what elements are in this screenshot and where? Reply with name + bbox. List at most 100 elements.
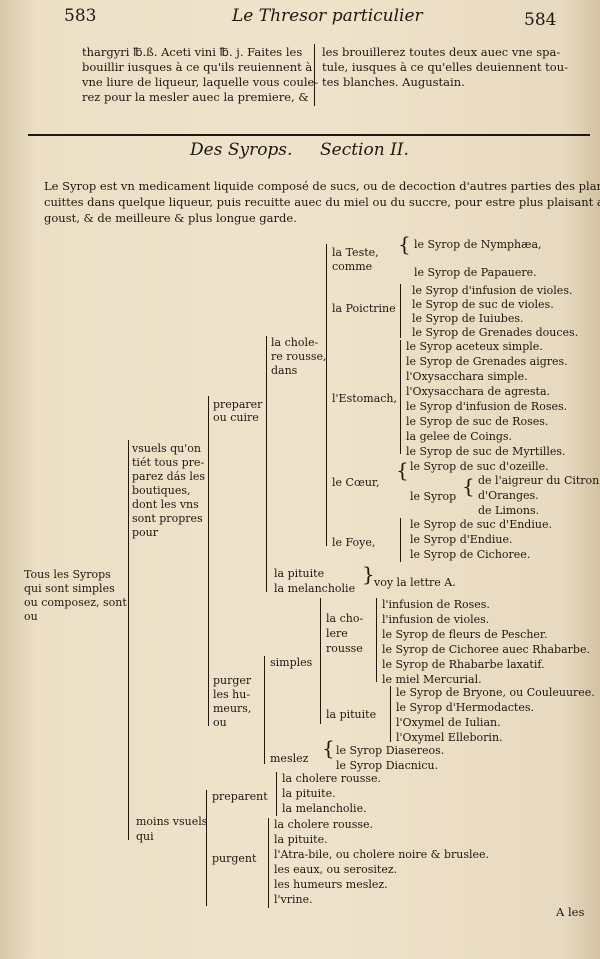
usuels-line-4: boutiques, xyxy=(132,484,191,497)
top-right-line-2: tule, iusques à ce qu'elles deuiennent t… xyxy=(322,60,569,74)
estomach-brace xyxy=(400,340,401,454)
coeur-sub-3: de Limons. xyxy=(478,504,540,517)
coeur-label: le Cœur, xyxy=(332,476,380,489)
moins-line-1: moins vsuels xyxy=(136,815,208,828)
foye-item-2: le Syrop d'Endiue. xyxy=(410,533,513,546)
coeur-brace: { xyxy=(396,458,409,482)
purger-brace xyxy=(264,656,265,764)
intro-line-1: Le Syrop est vn medicament liquide compo… xyxy=(44,179,600,193)
moins-line-2: qui xyxy=(136,830,154,843)
purgent-item-5: les humeurs meslez. xyxy=(274,878,388,891)
estomach-item-8: le Syrop de suc de Myrtilles. xyxy=(406,445,566,458)
foye-item-3: le Syrop de Cichoree. xyxy=(410,548,531,561)
purg-cholere-line-3: rousse xyxy=(326,642,363,655)
root-line-2: qui sont simples xyxy=(24,582,115,595)
preparent-item-3: la melancholie. xyxy=(282,802,367,815)
pituite-label: la pituite xyxy=(274,567,325,580)
cholere-brace xyxy=(326,244,327,546)
melancholie-label: la melancholie xyxy=(274,582,356,595)
poictrine-brace xyxy=(400,284,401,338)
estomach-item-7: la gelee de Coings. xyxy=(406,430,513,443)
usuels-line-7: pour xyxy=(132,526,159,539)
preparent-brace xyxy=(276,772,277,816)
purg-cholere-item-5: le Syrop de Rhabarbe laxatif. xyxy=(382,658,545,671)
teste-item-2: le Syrop de Papauere. xyxy=(414,266,537,279)
coeur-item-1: le Syrop de suc d'ozeille. xyxy=(410,460,549,473)
teste-line-2: comme xyxy=(332,260,373,273)
purger-line-2: les hu- xyxy=(213,688,251,701)
top-left-line-1: thargyri ℔.ß. Aceti vini ℔. j. Faites le… xyxy=(82,45,303,59)
intro-line-2: cuittes dans quelque liqueur, puis recui… xyxy=(44,195,600,209)
top-left-line-4: rez pour la mesler auec la premiere, & xyxy=(82,90,309,104)
purgent-item-3: l'Atra-bile, ou cholere noire & bruslee. xyxy=(274,848,490,861)
foye-brace xyxy=(400,518,401,562)
top-left-line-2: bouillir iusques à ce qu'ils reuiennent … xyxy=(82,60,313,74)
simples-label: simples xyxy=(270,656,313,669)
usuels-line-3: parez dás les xyxy=(132,470,206,483)
simples-brace xyxy=(320,598,321,724)
cholere-line-3: dans xyxy=(271,364,298,377)
root-line-3: ou composez, sont xyxy=(24,596,127,609)
preparer-line-2: ou cuire xyxy=(213,411,259,424)
lapituite-item-1: le Syrop de Bryone, ou Couleuuree. xyxy=(396,686,595,699)
section-number: Section II. xyxy=(320,140,409,160)
purger-line-3: meurs, xyxy=(213,702,252,715)
purg-cholere-line-1: la cho- xyxy=(326,612,364,625)
meslez-item-1: le Syrop Diasereos. xyxy=(336,744,445,757)
purgent-brace xyxy=(268,818,269,908)
purgent-item-2: la pituite. xyxy=(274,833,328,846)
purgent-label: purgent xyxy=(212,852,257,865)
lapituite-brace xyxy=(390,686,391,742)
coeur-syrop: le Syrop xyxy=(410,490,457,503)
preparent-label: preparent xyxy=(212,790,268,803)
coeur-sub-2: d'Oranges. xyxy=(478,489,539,502)
estomach-item-3: l'Oxysacchara simple. xyxy=(406,370,528,383)
purg-cholere-item-2: l'infusion de violes. xyxy=(382,613,490,626)
top-right-line-3: tes blanches. Augustain. xyxy=(322,75,465,89)
teste-brace: { xyxy=(398,232,411,256)
moins-brace xyxy=(206,790,207,906)
catchword: A les xyxy=(556,905,585,919)
purger-line-4: ou xyxy=(213,716,227,729)
usuels-line-1: vsuels qu'on xyxy=(132,442,201,455)
top-right-line-1: les brouillerez toutes deux auec vne spa… xyxy=(322,45,561,59)
right-page-number: 584 xyxy=(524,10,557,30)
purg-cholere-item-1: l'infusion de Roses. xyxy=(382,598,490,611)
running-title: Le Thresor particulier xyxy=(232,6,423,26)
usuels-line-6: sont propres xyxy=(132,512,203,525)
intro-line-3: goust, & de meilleure & plus longue gard… xyxy=(44,211,297,225)
poictrine-item-4: le Syrop de Grenades douces. xyxy=(412,326,579,339)
purgent-item-6: l'vrine. xyxy=(274,893,313,906)
meslez-brace: { xyxy=(322,736,335,760)
lapituite-item-4: l'Oxymel Elleborin. xyxy=(396,731,503,744)
root-line-1: Tous les Syrops xyxy=(24,568,111,581)
purgent-item-4: les eaux, ou serositez. xyxy=(274,863,398,876)
estomach-item-2: le Syrop de Grenades aigres. xyxy=(406,355,568,368)
purger-line-1: purger xyxy=(213,674,252,687)
preparent-item-2: la pituite. xyxy=(282,787,336,800)
meslez-label: meslez xyxy=(270,752,309,765)
teste-item-1: le Syrop de Nymphæa, xyxy=(414,238,542,251)
purg-cholere-item-4: le Syrop de Cichoree auec Rhabarbe. xyxy=(382,643,590,656)
foye-item-1: le Syrop de suc d'Endiue. xyxy=(410,518,552,531)
purg-cholere-item-6: le miel Mercurial. xyxy=(382,673,482,686)
cholere-line-1: la chole- xyxy=(271,336,319,349)
poictrine-label: la Poictrine xyxy=(332,302,396,315)
lapituite-label: la pituite xyxy=(326,708,377,721)
section-title: Des Syrops. xyxy=(190,140,293,160)
teste-line-1: la Teste, xyxy=(332,246,379,259)
preparer-line-1: preparer xyxy=(213,398,263,411)
cholere-line-2: re rousse, xyxy=(271,350,327,363)
usuels-brace xyxy=(208,396,209,726)
purgent-item-1: la cholere rousse. xyxy=(274,818,373,831)
left-page-number: 583 xyxy=(64,6,97,26)
coeur-sub-1: de l'aigreur du Citron. xyxy=(478,474,600,487)
voy-reference: voy la lettre A. xyxy=(374,576,456,589)
column-divider xyxy=(314,44,316,106)
estomach-item-1: le Syrop aceteux simple. xyxy=(406,340,543,353)
root-brace xyxy=(128,440,129,840)
coeur-sub-brace: { xyxy=(462,474,475,498)
estomach-label: l'Estomach, xyxy=(332,392,397,405)
poictrine-item-2: le Syrop de suc de violes. xyxy=(412,298,554,311)
